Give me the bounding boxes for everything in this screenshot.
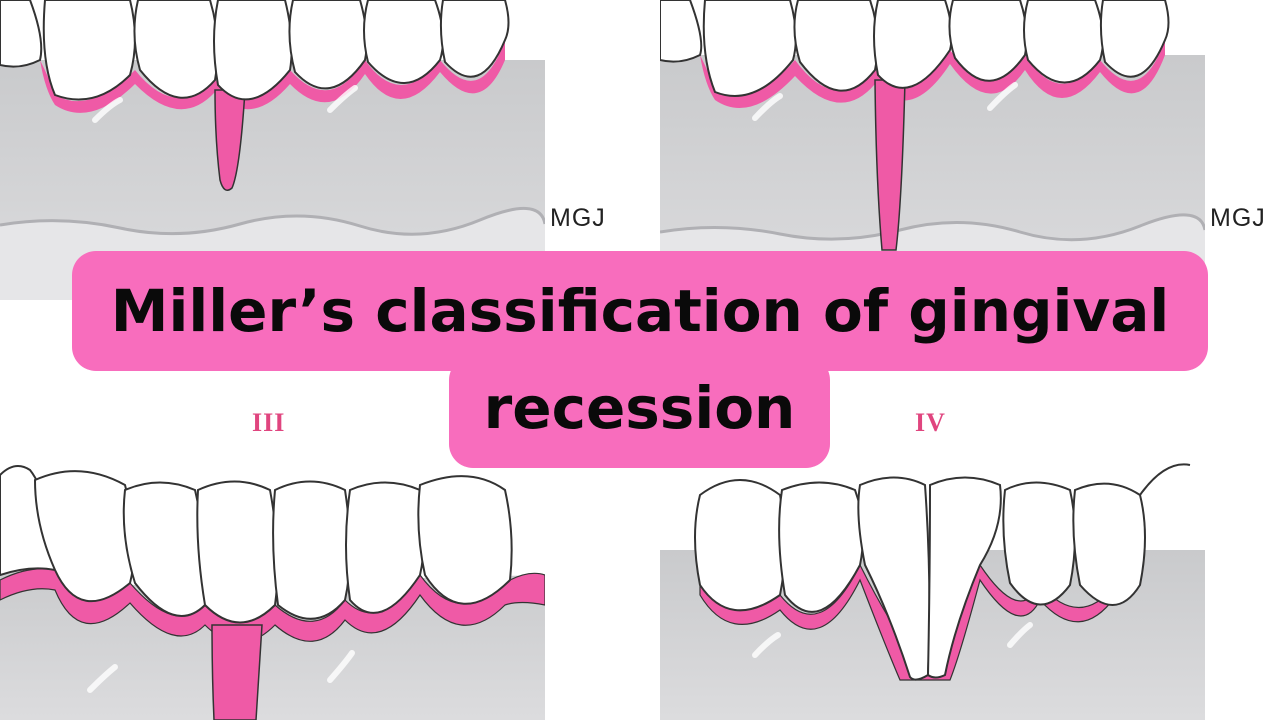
teeth <box>660 0 1170 97</box>
highlights <box>752 82 1018 121</box>
tooth <box>272 480 351 620</box>
mgj-line <box>660 213 1205 242</box>
class-iv-label: IV <box>915 408 946 437</box>
class-iii-label: III <box>252 408 286 437</box>
tooth <box>694 479 786 612</box>
tooth <box>1002 481 1076 606</box>
title-line-1: Miller’s classification of gingival <box>72 251 1208 371</box>
diagram-class-iii <box>0 455 545 720</box>
tooth <box>778 481 864 613</box>
diagram-class-iv <box>660 455 1205 720</box>
mgj-line <box>0 207 545 236</box>
tooth <box>926 476 1002 679</box>
recession-defect <box>874 79 906 251</box>
tooth <box>417 475 513 605</box>
mgj-label: MGJ <box>550 204 606 232</box>
class-iii-illustration <box>0 465 545 720</box>
class-iv-illustration <box>660 463 1205 720</box>
tooth <box>196 480 279 624</box>
teeth <box>694 476 1146 681</box>
highlights <box>752 622 1033 658</box>
tooth <box>1072 482 1146 606</box>
recession-defect <box>214 89 246 191</box>
teeth <box>0 465 513 624</box>
gingival-margin <box>700 40 1165 108</box>
highlights <box>87 650 355 693</box>
tooth <box>660 0 703 63</box>
tooth <box>857 476 931 681</box>
teeth <box>0 0 510 101</box>
tooth <box>1099 0 1170 78</box>
tooth <box>0 0 43 68</box>
tooth <box>439 0 510 78</box>
tooth-outline <box>1139 463 1191 496</box>
tooth <box>363 0 445 84</box>
mgj-label: MGJ <box>1210 204 1266 232</box>
highlights <box>92 85 358 123</box>
tooth <box>33 470 135 603</box>
recession-defect <box>211 624 263 720</box>
tooth <box>345 481 425 614</box>
gingival-margin <box>40 40 505 113</box>
title-line-2: recession <box>449 356 830 468</box>
